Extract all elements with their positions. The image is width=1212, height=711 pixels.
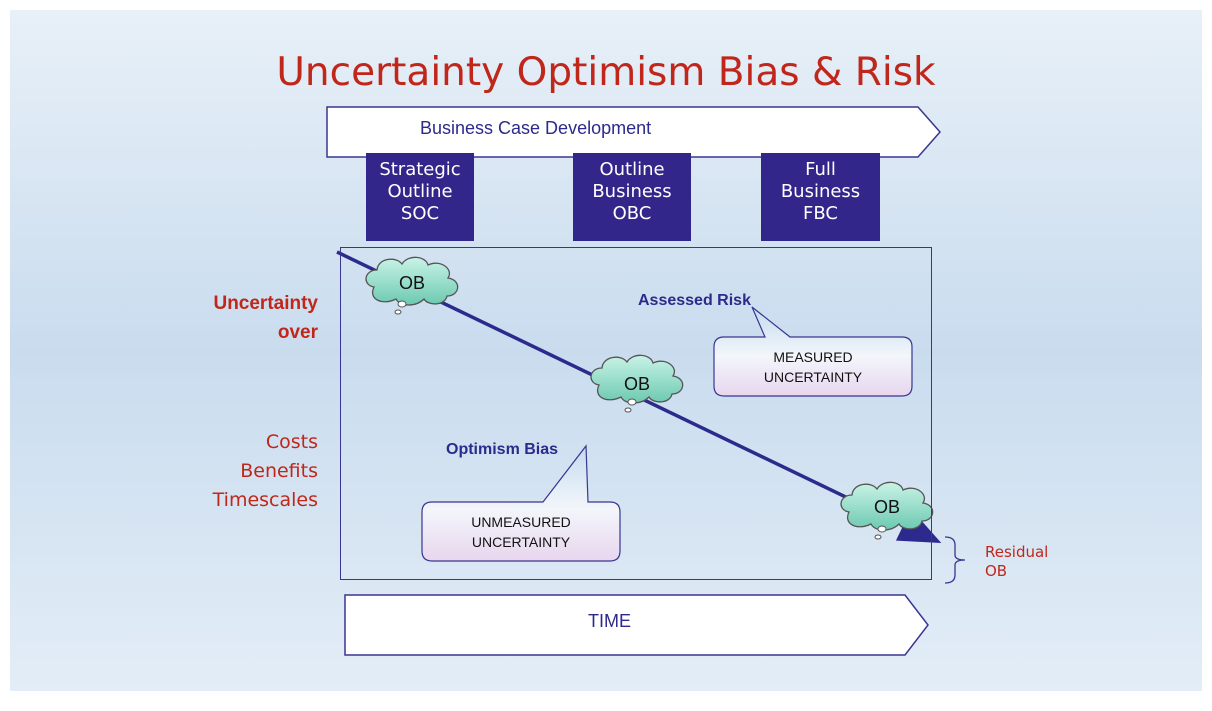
stage-line: Business [592, 181, 672, 202]
thought-cloud [365, 256, 459, 315]
cloud-label: OB [873, 497, 900, 517]
timescales-label: Timescales [212, 489, 318, 511]
optimism-bias-label: Optimism Bias [446, 441, 559, 458]
unmeasured-uncertainty-text: UNMEASURED UNCERTAINTY [422, 512, 620, 552]
thought-cloud [840, 481, 934, 540]
stage-line: Outline [599, 159, 665, 180]
callout-unmeasured [421, 444, 621, 562]
top-process-arrow [326, 106, 941, 158]
stage-line: Strategic [379, 159, 461, 180]
callout-line: MEASURED [773, 349, 853, 365]
cloud-label: OB [623, 374, 650, 394]
residual-line: OB [985, 562, 1008, 580]
slide: Uncertainty Optimism Bias & Risk [10, 10, 1202, 691]
stage-line: FBC [803, 203, 838, 224]
stage-line: OBC [612, 203, 652, 224]
callout-line: UNMEASURED [471, 514, 571, 530]
residual-ob-label: Residual OB [985, 543, 1048, 581]
uncertainty-line1: Uncertainty [213, 293, 318, 314]
uncertainty-label: Uncertainty over [150, 289, 318, 347]
slide-title: Uncertainty Optimism Bias & Risk [276, 50, 936, 95]
callout-measured [713, 306, 913, 397]
stage-obc: Outline Business OBC [573, 153, 691, 241]
stage-line: Full [805, 159, 836, 180]
stage-line: Business [780, 181, 861, 202]
stage-line: Outline [387, 181, 453, 202]
top-arrow-label: Business Case Development [420, 118, 652, 138]
uncertainty-items: Costs Benefits Timescales [150, 428, 318, 515]
thought-cloud [590, 354, 684, 413]
callout-line: UNCERTAINTY [763, 369, 863, 385]
callout-line: UNCERTAINTY [471, 534, 571, 550]
assessed-risk-label: Assessed Risk [638, 292, 751, 309]
time-arrow [344, 594, 929, 656]
residual-line: Residual [985, 543, 1049, 561]
uncertainty-line2: over [277, 322, 318, 343]
stage-line: SOC [400, 203, 440, 224]
uncertainty-chart-area [340, 247, 932, 580]
residual-brace [944, 536, 966, 584]
costs-label: Costs [265, 431, 318, 453]
benefits-label: Benefits [240, 460, 318, 482]
time-label: TIME [588, 611, 631, 631]
cloud-label: OB [398, 273, 425, 293]
stage-fbc: Full Business FBC [761, 153, 880, 241]
stage-soc: Strategic Outline SOC [366, 153, 474, 241]
diagram-shapes [326, 106, 966, 656]
measured-uncertainty-text: MEASURED UNCERTAINTY [714, 347, 912, 387]
